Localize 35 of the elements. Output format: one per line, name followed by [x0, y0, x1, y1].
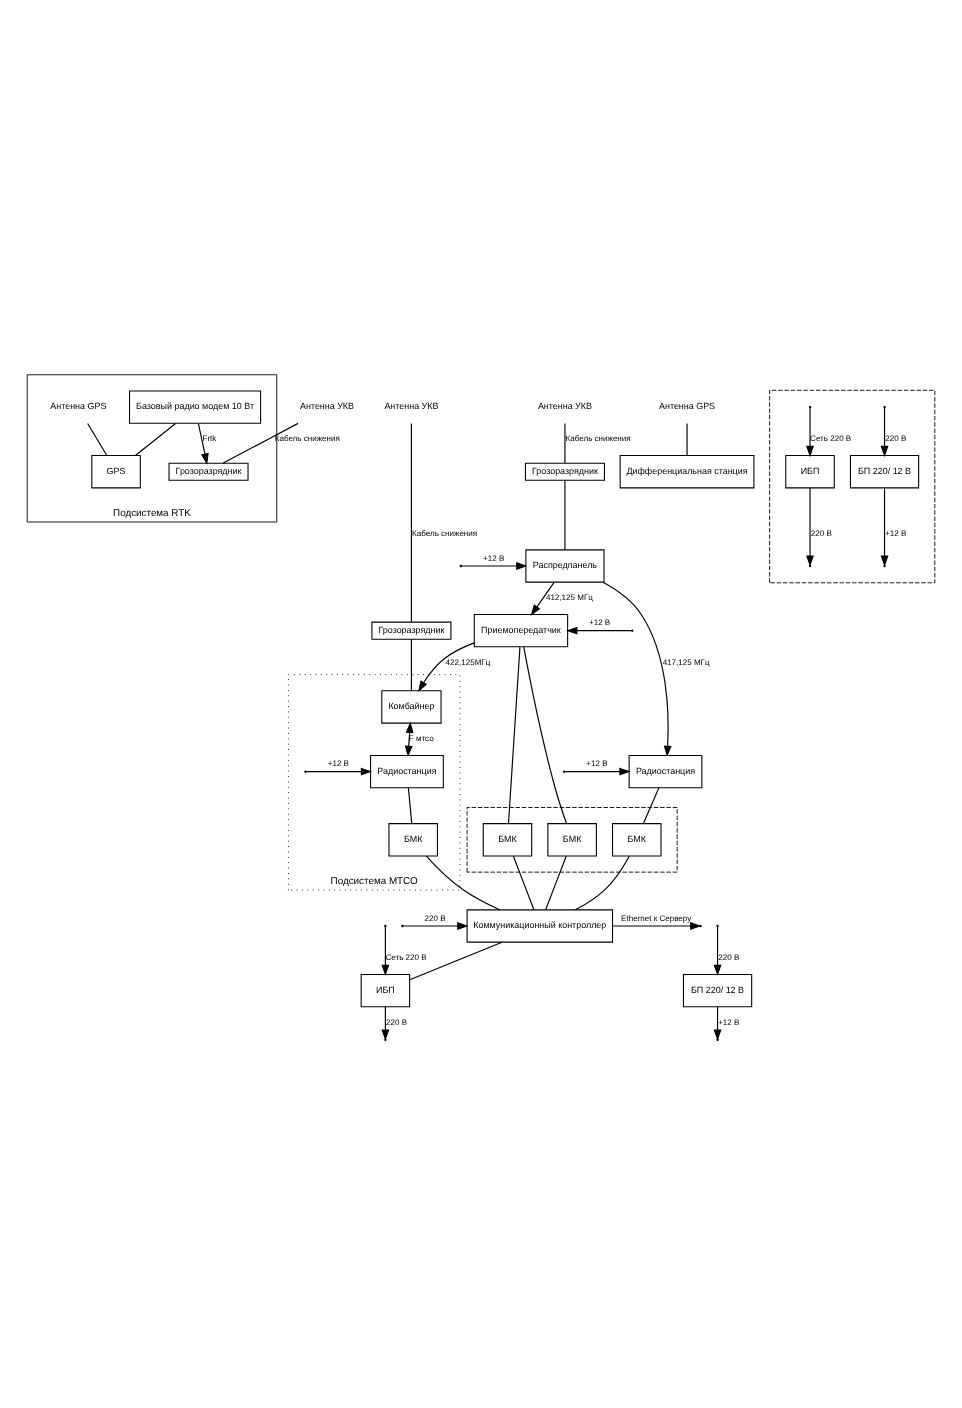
connector: [87, 422, 108, 457]
connector: [409, 941, 503, 981]
connector: [642, 787, 660, 825]
arrow: [880, 407, 889, 458]
arrow: [305, 767, 373, 776]
cluster: [769, 389, 936, 584]
connector: [407, 787, 413, 825]
connector: [134, 422, 177, 457]
cluster: [466, 807, 678, 873]
arrow: [564, 767, 631, 776]
arrow: [197, 422, 209, 465]
connector: [410, 423, 412, 623]
arrow: [566, 626, 632, 635]
arrow: [713, 926, 722, 977]
arrow: [880, 487, 889, 567]
arrow: [806, 487, 814, 567]
connector: [545, 855, 567, 911]
arrow: [402, 922, 469, 930]
arrow: [381, 926, 390, 977]
connector: [574, 855, 630, 911]
connector: [507, 646, 521, 824]
connector: [425, 855, 501, 911]
arrow: [530, 581, 555, 616]
connector: [222, 422, 299, 464]
arrow: [713, 1006, 722, 1041]
arrow: [381, 1006, 390, 1041]
connector: [410, 638, 412, 692]
connector: [512, 855, 535, 911]
arrow: [602, 581, 672, 757]
connector: [564, 479, 566, 551]
connector: [564, 422, 566, 464]
connector: [686, 422, 688, 457]
connector: [523, 646, 568, 825]
arrow: [806, 407, 814, 458]
arrow: [612, 922, 702, 930]
